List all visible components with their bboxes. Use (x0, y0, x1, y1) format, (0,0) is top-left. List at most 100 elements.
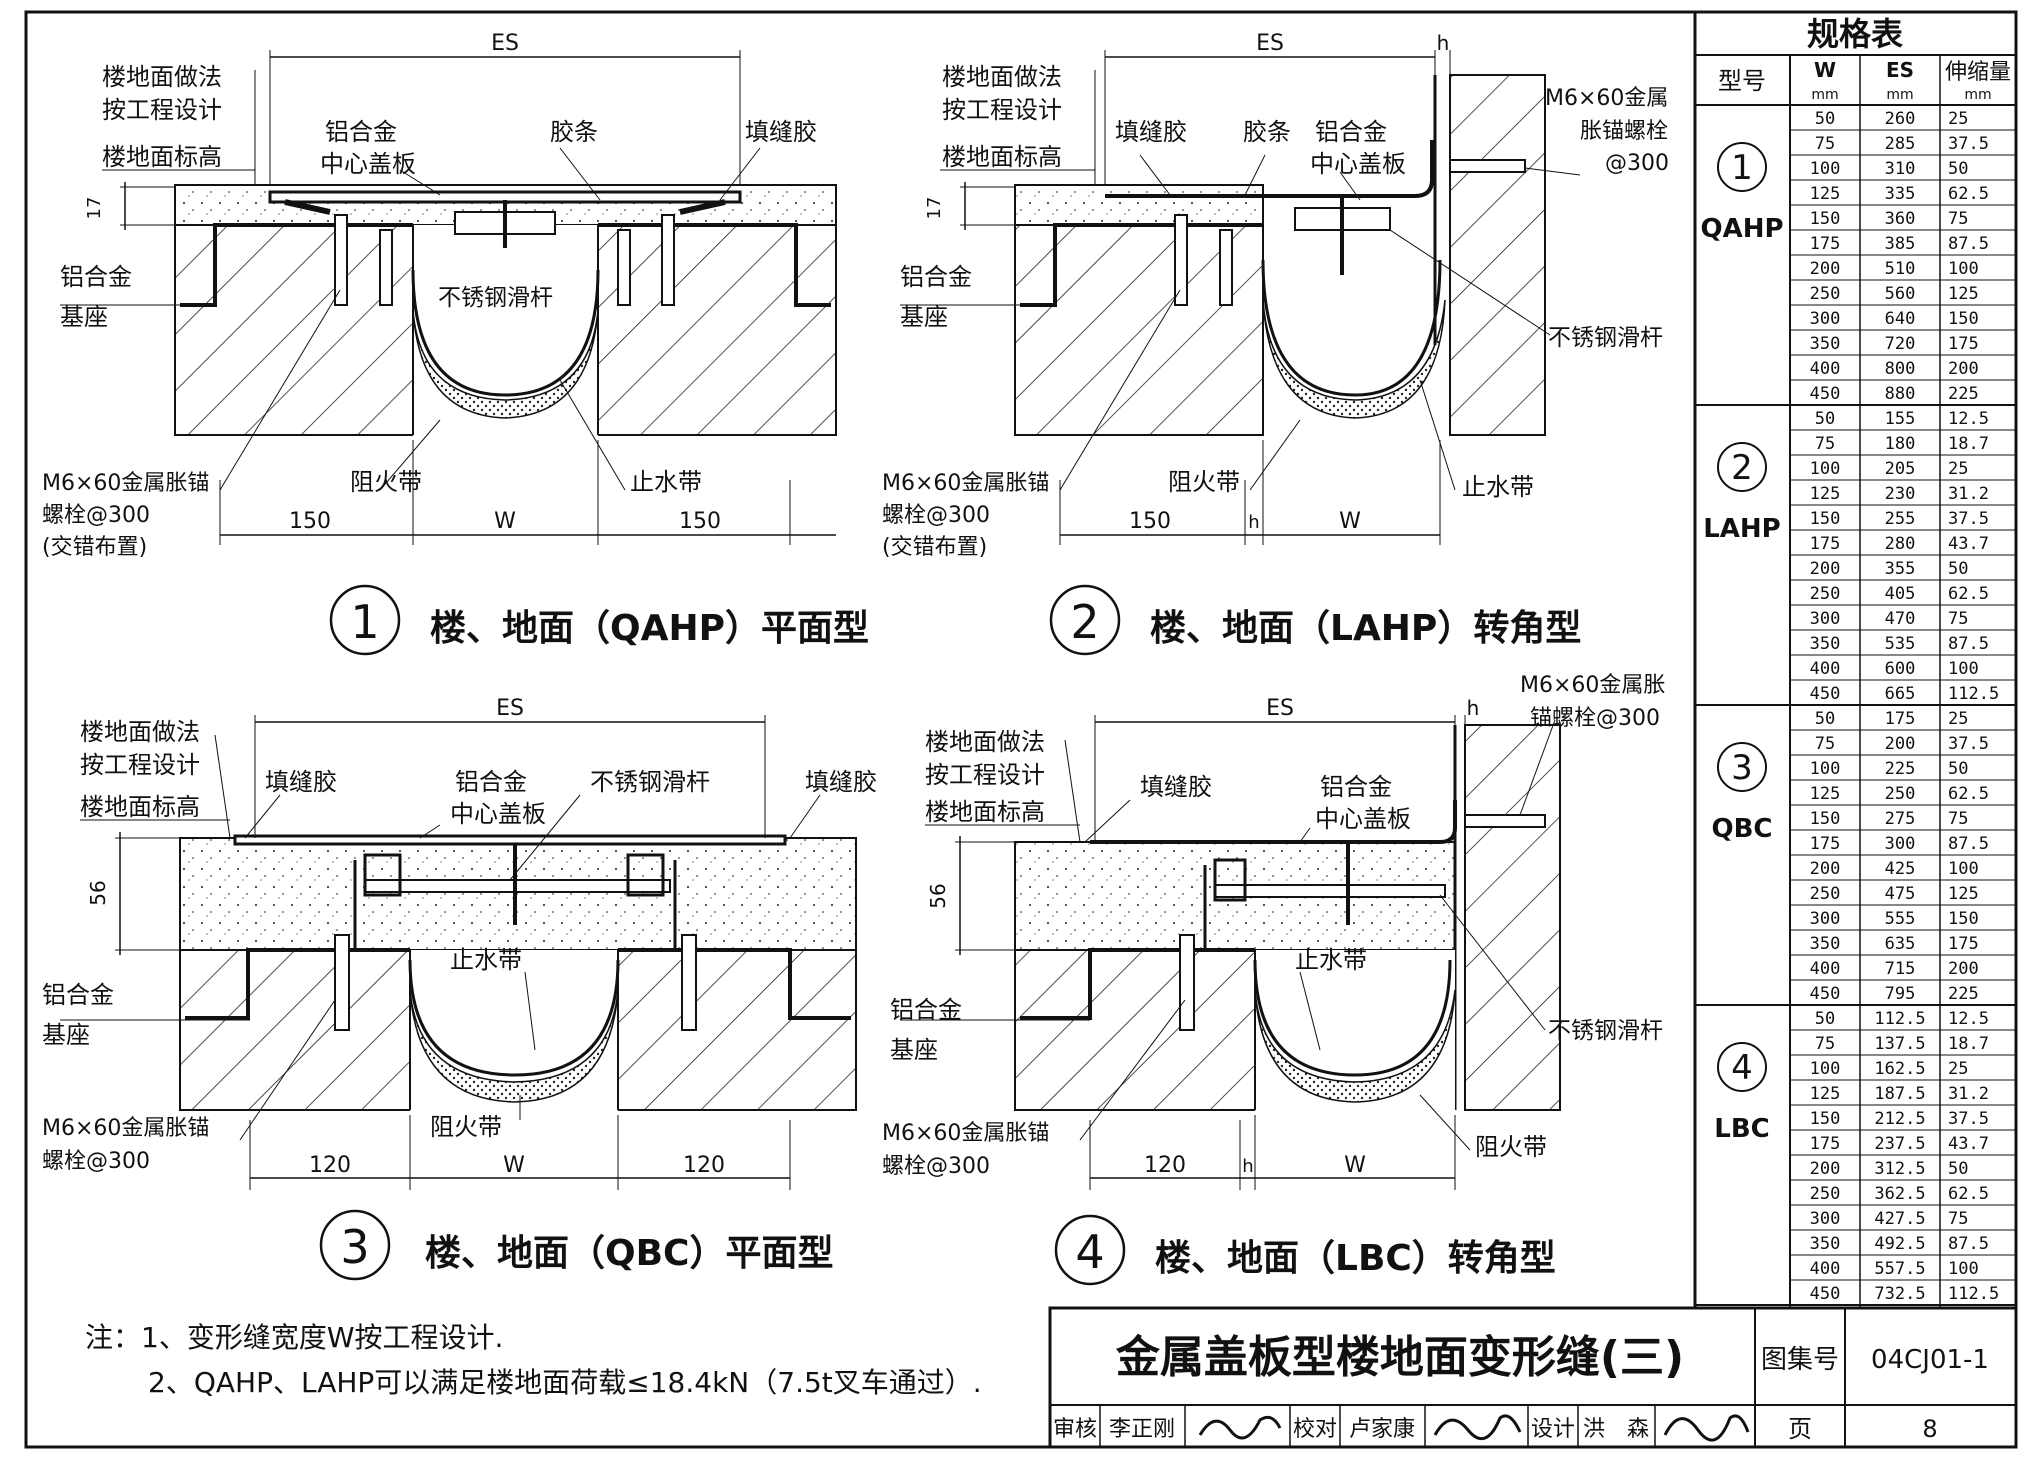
spec-cell-w: 125 (1810, 784, 1841, 804)
design-signature (1663, 1414, 1750, 1442)
detail-4-cover-plate (1090, 800, 1457, 844)
detail-1-caption-circle (329, 584, 401, 656)
spec-cell-stretch: 62.5 (1948, 184, 1989, 204)
detail-3-caption-num: 3 (340, 1220, 369, 1274)
detail-3-dim-es: ES (496, 696, 524, 721)
spec-cell-stretch: 175 (1948, 934, 1979, 954)
spec-group-code: LAHP (1703, 514, 1781, 544)
spec-cell-w: 175 (1810, 534, 1841, 554)
detail-3-label-rod: 不锈钢滑杆 (590, 768, 710, 796)
spec-table-title: 规格表 (1807, 15, 1903, 53)
spec-cell-w: 150 (1810, 209, 1841, 229)
detail-1-water-stop (411, 269, 600, 397)
note-2: 2、QAHP、LAHP可以满足楼地面荷载≤18.4kN（7.5t叉车通过）. (148, 1366, 982, 1399)
detail-3-dim-w: W (503, 1153, 525, 1178)
spec-cell-stretch: 25 (1948, 459, 1968, 479)
spec-cell-w: 175 (1810, 1134, 1841, 1154)
spec-cell-es: 285 (1885, 134, 1916, 154)
detail-3-dim-right: 120 (683, 1153, 725, 1178)
detail-1-label-anchor-1: M6×60金属胀锚 (42, 471, 209, 496)
detail-4-dim-h: h (1242, 1156, 1253, 1177)
spec-cell-es: 470 (1885, 609, 1916, 629)
detail-2-label-water: 止水带 (1462, 473, 1534, 501)
detail-4-label-wall-anchor-2: 锚螺栓@300 (1530, 706, 1660, 731)
spec-cell-es: 237.5 (1874, 1134, 1925, 1154)
spec-cell-stretch: 87.5 (1948, 634, 1989, 654)
spec-cell-stretch: 75 (1948, 209, 1968, 229)
spec-cell-es: 180 (1885, 434, 1916, 454)
design-name: 洪 森 (1583, 1417, 1649, 1442)
detail-3-label-water: 止水带 (450, 946, 522, 974)
spec-header-w: W (1814, 58, 1836, 82)
spec-cell-stretch: 31.2 (1948, 484, 1989, 504)
spec-cell-w: 300 (1810, 609, 1841, 629)
detail-3-slab-left (179, 949, 411, 1111)
detail-1-fire-band (412, 309, 599, 419)
detail-2-dim-left: 150 (1129, 509, 1171, 534)
spec-cell-stretch: 62.5 (1948, 784, 1989, 804)
detail-3-screed (179, 837, 857, 951)
detail-2-label-floor-level: 楼地面标高 (942, 143, 1062, 171)
detail-1-label-base-1: 铝合金 (60, 263, 132, 291)
spec-cell-stretch: 75 (1948, 1209, 1968, 1229)
detail-3-label-floor-method-1: 楼地面做法 (80, 718, 200, 746)
spec-cell-stretch: 200 (1948, 359, 1979, 379)
spec-cell-es: 732.5 (1874, 1284, 1925, 1304)
detail-3-water-stop (408, 959, 620, 1077)
spec-cell-es: 555 (1885, 909, 1916, 929)
atlas-label: 图集号 (1761, 1345, 1839, 1375)
detail-3-label-anchor-1: M6×60金属胀锚 (42, 1116, 209, 1141)
detail-4-lbc: ES h 56 120 h W M6×60金属胀 锚螺栓@300 楼地面做法 按… (882, 673, 1665, 1286)
spec-cell-stretch: 25 (1948, 1059, 1968, 1079)
detail-2-label-cover-2: 中心盖板 (1310, 150, 1406, 178)
detail-1-base-right (598, 223, 831, 307)
detail-3-base-left (185, 948, 410, 1020)
spec-cell-stretch: 75 (1948, 609, 1968, 629)
detail-4-water-stop (1253, 959, 1452, 1077)
detail-4-label-water: 止水带 (1295, 946, 1367, 974)
detail-4-label-rod: 不锈钢滑杆 (1548, 1018, 1663, 1044)
detail-2-caption-circle (1049, 584, 1121, 656)
spec-cell-stretch: 100 (1948, 659, 1979, 679)
spec-cell-es: 510 (1885, 259, 1916, 279)
spec-group-num-circle (1717, 142, 1767, 192)
spec-cell-es: 535 (1885, 634, 1916, 654)
detail-3-cover-plate (233, 834, 787, 846)
detail-2-label-floor-method-1: 楼地面做法 (942, 63, 1062, 91)
detail-1-label-fire: 阻火带 (350, 468, 422, 496)
detail-2-fire-band (1262, 299, 1446, 419)
detail-2-caption: 楼、地面（LAHP）转角型 (1150, 608, 1581, 649)
detail-1-label-strip: 胶条 (550, 118, 598, 146)
detail-4-dim-h-top: h (1467, 696, 1480, 720)
spec-cell-es: 492.5 (1874, 1234, 1925, 1254)
spec-cell-stretch: 37.5 (1948, 1109, 1989, 1129)
spec-cell-w: 50 (1815, 109, 1835, 129)
spec-cell-es: 255 (1885, 509, 1916, 529)
detail-2-dim-17: 17 (924, 197, 945, 220)
spec-group-num: 3 (1731, 748, 1753, 788)
detail-4-label-sealant: 填缝胶 (1140, 773, 1212, 801)
spec-cell-es: 362.5 (1874, 1184, 1925, 1204)
detail-3-caption-circle (319, 1209, 391, 1281)
detail-2-label-cover-1: 铝合金 (1315, 118, 1387, 146)
spec-cell-w: 100 (1810, 1059, 1841, 1079)
spec-cell-es: 640 (1885, 309, 1916, 329)
detail-4-caption-circle (1054, 1214, 1126, 1286)
spec-cell-w: 75 (1815, 1034, 1835, 1054)
spec-cell-stretch: 25 (1948, 709, 1968, 729)
spec-group-code: LBC (1714, 1114, 1769, 1144)
spec-cell-es: 175 (1885, 709, 1916, 729)
spec-cell-es: 205 (1885, 459, 1916, 479)
spec-cell-w: 450 (1810, 684, 1841, 704)
spec-cell-w: 100 (1810, 759, 1841, 779)
drawing-title: 金属盖板型楼地面变形缝(三) (1115, 1332, 1684, 1383)
detail-3-qbc: ES 56 120 W 120 楼地面做法 按工程设计 楼地面标高 填缝胶 铝合… (42, 696, 877, 1281)
detail-3-label-floor-method-2: 按工程设计 (80, 751, 200, 779)
detail-2-label-wall-anchor-1: M6×60金属 (1545, 86, 1668, 111)
detail-2-label-rod: 不锈钢滑杆 (1548, 325, 1663, 351)
spec-cell-w: 450 (1810, 984, 1841, 1004)
spec-cell-es: 795 (1885, 984, 1916, 1004)
spec-cell-stretch: 12.5 (1948, 409, 1989, 429)
